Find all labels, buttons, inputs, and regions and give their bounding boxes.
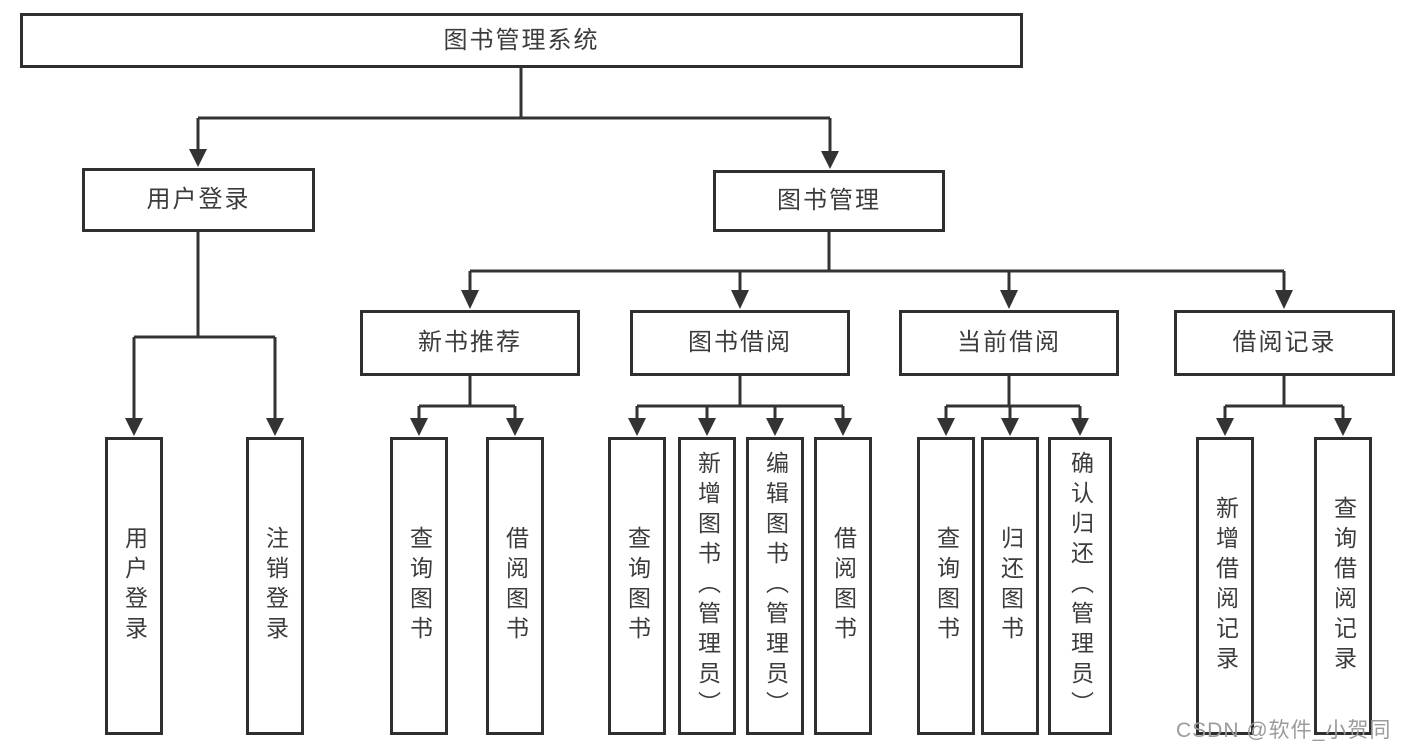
connector-borrow-records-to-leaves: [1216, 376, 1352, 436]
node-current-borrow: 当前借阅: [899, 310, 1119, 376]
connector-current-borrow-to-leaves: [937, 376, 1089, 436]
leaf-query-books-current: 查询图书: [917, 437, 975, 735]
node-user-login: 用户登录: [82, 168, 315, 232]
arrow-down-icon: [1071, 418, 1089, 436]
node-book-borrow: 图书借阅: [630, 310, 850, 376]
connector-root-to-level2: [189, 68, 839, 169]
connector-new-book-to-leaves: [410, 376, 524, 436]
arrow-down-icon: [125, 418, 143, 436]
arrow-down-icon: [461, 290, 479, 309]
leaf-return-books: 归还图书: [981, 437, 1039, 735]
leaf-borrow-books-recommend: 借阅图书: [486, 437, 544, 735]
arrow-down-icon: [937, 418, 955, 436]
arrow-down-icon: [506, 418, 524, 436]
arrow-down-icon: [1216, 418, 1234, 436]
leaf-confirm-return-admin: 确认归还（管理员）: [1048, 437, 1112, 735]
node-library-system: 图书管理系统: [20, 13, 1023, 68]
leaf-borrow-books: 借阅图书: [814, 437, 872, 735]
leaf-edit-book-admin: 编辑图书（管理员）: [746, 437, 804, 735]
arrow-down-icon: [410, 418, 428, 436]
arrow-down-icon: [698, 418, 716, 436]
arrow-down-icon: [189, 149, 207, 167]
node-new-book-recommend: 新书推荐: [360, 310, 580, 376]
arrow-down-icon: [1334, 418, 1352, 436]
leaf-query-books-recommend: 查询图书: [390, 437, 448, 735]
node-book-management: 图书管理: [713, 170, 945, 232]
arrow-down-icon: [266, 418, 284, 436]
leaf-logout: 注销登录: [246, 437, 304, 735]
arrow-down-icon: [821, 151, 839, 169]
connector-user-login-to-leaves: [125, 232, 284, 436]
leaf-add-borrow-record: 新增借阅记录: [1196, 437, 1254, 735]
connector-book-mgmt-to-level3: [461, 232, 1293, 309]
arrow-down-icon: [834, 418, 852, 436]
leaf-query-books-borrow: 查询图书: [608, 437, 666, 735]
watermark: CSDN @软件_小贺同学: [1176, 719, 1392, 742]
leaf-user-login: 用户登录: [105, 437, 163, 735]
node-borrow-records: 借阅记录: [1174, 310, 1395, 376]
connector-book-borrow-to-leaves: [628, 376, 852, 436]
leaf-query-borrow-record: 查询借阅记录: [1314, 437, 1372, 735]
arrow-down-icon: [731, 290, 749, 309]
arrow-down-icon: [1000, 290, 1018, 309]
arrow-down-icon: [628, 418, 646, 436]
arrow-down-icon: [1275, 290, 1293, 309]
arrow-down-icon: [1001, 418, 1019, 436]
arrow-down-icon: [766, 418, 784, 436]
leaf-add-book-admin: 新增图书（管理员）: [678, 437, 736, 735]
